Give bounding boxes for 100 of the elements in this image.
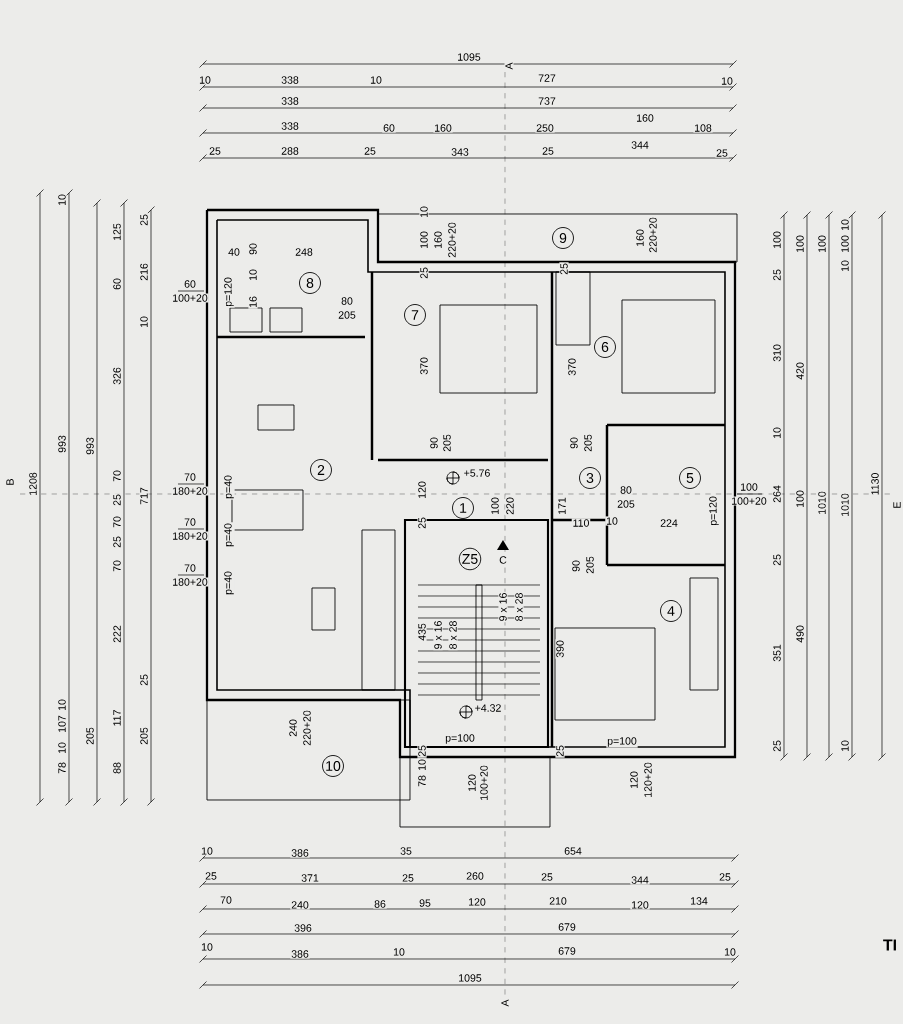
dimension-label: 120 (467, 897, 487, 907)
room-number: 8 (299, 272, 321, 294)
dimension-label: 25 (772, 553, 782, 567)
dimension-label: 171 (557, 496, 567, 516)
dimension-label: 107 (57, 714, 67, 734)
dimension-label: 25 (208, 146, 222, 156)
dimension-label: 1010 (817, 490, 827, 516)
dimension-label: 216 (139, 262, 149, 282)
dimension-label: 100 (795, 234, 805, 254)
room-number: 9 (552, 227, 574, 249)
dimension-label: 25 (718, 872, 732, 882)
dimension-label: 100 (817, 234, 827, 254)
dimension-label: 386 (290, 848, 310, 858)
window-size-label: 70 (183, 517, 197, 527)
dimension-label: 338 (280, 75, 300, 85)
dimension-label: 338 (280, 121, 300, 131)
dimension-label: 435 (417, 622, 427, 642)
dimension-label: 70 (112, 559, 122, 573)
sill-height-label: p=100 (606, 736, 638, 748)
dimension-label: 993 (57, 434, 67, 454)
sill-height-label: p=40 (223, 570, 235, 596)
dimension-label: 160 (635, 113, 655, 123)
dimension-label: 205 (139, 726, 149, 746)
dimension-label: 727 (537, 73, 557, 83)
stair-label: C (498, 555, 508, 565)
dimension-label: 10 (772, 426, 782, 440)
dimension-label: 25 (772, 739, 782, 753)
dimension-label: 100 (840, 234, 850, 254)
dimension-label: 10 (840, 259, 850, 273)
dimension-label: 205 (616, 499, 636, 509)
room-number: 5 (679, 467, 701, 489)
dimension-label: 10 (248, 268, 258, 282)
dimension-label: 78 (417, 774, 427, 788)
dimension-label: 100 (490, 496, 500, 516)
dimension-label: 205 (85, 726, 95, 746)
dimension-label: 370 (419, 356, 429, 376)
window-size-label: 100+20 (479, 764, 489, 802)
stair-label: 8 x 28 (514, 591, 524, 623)
dimension-label: 10 (57, 193, 67, 207)
dimension-label: 205 (583, 433, 593, 453)
dimension-label: 160 (433, 123, 453, 133)
dimension-label: 390 (555, 639, 565, 659)
window-size-label: 180+20 (171, 531, 209, 541)
sill-height-label: p=40 (223, 474, 235, 500)
dimension-label: 88 (112, 761, 122, 775)
dimension-label: 40 (227, 247, 241, 257)
room-number: 1 (452, 497, 474, 519)
dimension-label: 240 (290, 900, 310, 910)
room-number: 10 (322, 755, 344, 777)
dimension-label: 490 (795, 624, 805, 644)
dimension-label: 10 (720, 76, 734, 86)
dimension-label: 25 (559, 262, 569, 276)
dimension-label: 120 (630, 900, 650, 910)
dimension-label: 90 (429, 436, 439, 450)
dimension-label: 25 (417, 516, 427, 530)
dimension-label: 25 (204, 871, 218, 881)
room-number: 3 (579, 467, 601, 489)
dimension-label: 125 (112, 222, 122, 242)
sill-height-label: p=120 (223, 276, 235, 308)
dimension-label: 737 (537, 96, 557, 106)
dimension-label: 10 (200, 846, 214, 856)
window-size-label: 100 (419, 230, 429, 250)
dimension-label: 343 (450, 147, 470, 157)
dimension-label: 70 (112, 469, 122, 483)
level-label: +5.76 (462, 468, 492, 478)
stair-label: 9 x 16 (433, 619, 443, 651)
window-size-label: 220+20 (648, 216, 658, 254)
window-size-label: 120+20 (643, 761, 653, 799)
dimension-label: 205 (585, 555, 595, 575)
dimension-label: 210 (548, 896, 568, 906)
dimension-label: 25 (419, 266, 429, 280)
dimension-label: 10 (840, 218, 850, 232)
dimension-label: 1095 (456, 52, 482, 62)
dimension-label: 10 (723, 947, 737, 957)
dimension-label: 25 (541, 146, 555, 156)
dimension-label: 260 (465, 871, 485, 881)
dimension-label: 108 (693, 123, 713, 133)
dimension-label: 134 (689, 896, 709, 906)
dimension-label: 371 (300, 873, 320, 883)
dimension-label: 35 (399, 846, 413, 856)
dimension-label: 10 (57, 741, 67, 755)
dimension-label: 25 (139, 213, 149, 227)
sill-height-label: p=40 (223, 522, 235, 548)
dimension-label: 654 (563, 846, 583, 856)
dimension-label: 25 (715, 148, 729, 158)
stair-label: 8 x 28 (448, 619, 458, 651)
dimension-label: 344 (630, 875, 650, 885)
dimension-label: 386 (290, 949, 310, 959)
dimension-label: 95 (418, 898, 432, 908)
dimension-label: 248 (294, 247, 314, 257)
dimension-label: 25 (112, 535, 122, 549)
dimension-label: 70 (219, 895, 233, 905)
dimension-label: 60 (382, 123, 396, 133)
dimension-label: 344 (630, 140, 650, 150)
dimension-label: 70 (112, 515, 122, 529)
dimension-label: 90 (248, 242, 258, 256)
dimension-label: 420 (795, 361, 805, 381)
dimension-label: 10 (57, 698, 67, 712)
section-marker: B (5, 477, 15, 487)
window-size-label: 100+20 (171, 293, 209, 303)
